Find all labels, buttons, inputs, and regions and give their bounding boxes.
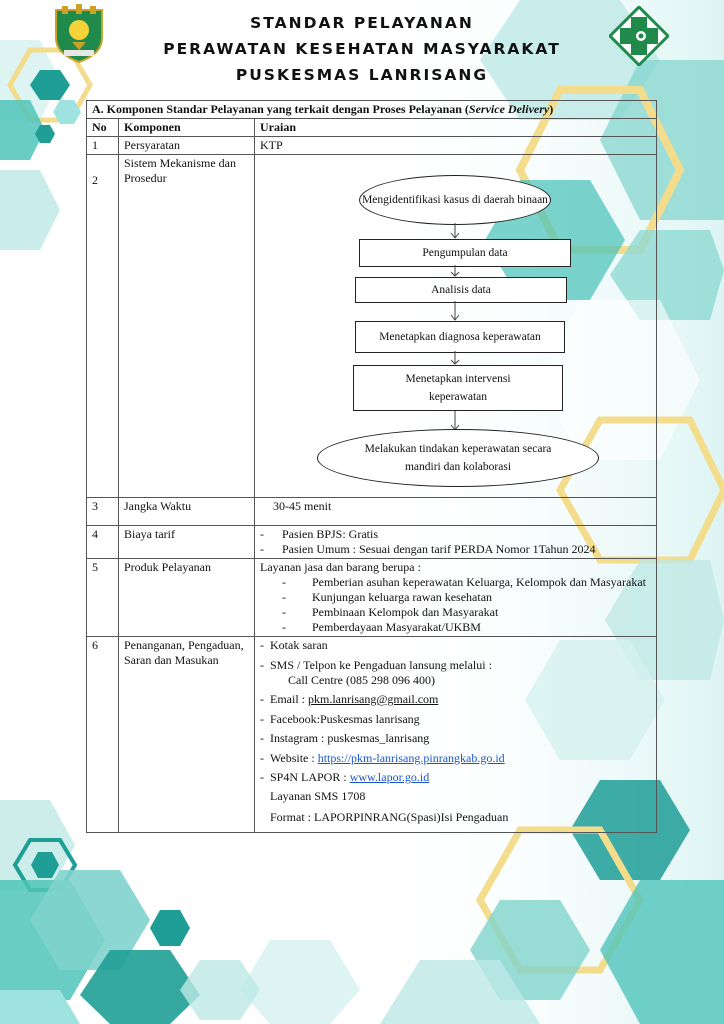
section-title-italic: Service Delivery bbox=[468, 102, 550, 116]
row-number: 5 bbox=[86, 558, 119, 637]
flow-step-action: Melakukan tindakan keperawatan secara ma… bbox=[317, 429, 599, 487]
list-item: Kunjungan keluarga rawan kesehatan bbox=[282, 590, 651, 605]
list-item: Pembinaan Kelompok dan Masyarakat bbox=[282, 605, 651, 620]
arrow-down-icon bbox=[450, 301, 460, 321]
arrow-down-icon bbox=[450, 265, 460, 277]
puskesmas-logo-icon bbox=[609, 6, 669, 66]
row-description: Layanan jasa dan barang berupa : Pemberi… bbox=[254, 558, 657, 637]
row-component: Persyaratan bbox=[118, 136, 255, 155]
format-text: Format : LAPORPINRANG(Spasi)Isi Pengadua… bbox=[270, 809, 509, 824]
row-description: Kotak saran SMS / Telpon ke Pengaduan la… bbox=[254, 636, 657, 833]
website-link[interactable]: https://pkm-lanrisang.pinrangkab.go.id bbox=[317, 750, 505, 765]
procedure-flowchart: Mengidentifikasi kasus di daerah binaan … bbox=[255, 155, 656, 497]
row-description: 30-45 menit bbox=[254, 497, 657, 526]
list-item: SP4N LAPOR : www.lapor.go.id bbox=[260, 770, 651, 785]
list-item: Facebook:Puskesmas lanrisang bbox=[260, 712, 651, 727]
instagram-text: Instagram : puskesmas_lanrisang bbox=[270, 731, 430, 745]
arrow-down-icon bbox=[450, 223, 460, 239]
table-row: 3 Jangka Waktu 30-45 menit bbox=[86, 497, 657, 526]
list-item: Pasien BPJS: Gratis bbox=[260, 527, 651, 542]
header-komponen: Komponen bbox=[118, 118, 255, 137]
list-item: Website : https://pkm-lanrisang.pinrangk… bbox=[260, 751, 651, 766]
row-number: 3 bbox=[86, 497, 119, 526]
header-title-line-1: STANDAR PELAYANAN bbox=[250, 14, 474, 32]
email-link[interactable]: pkm.lanrisang@gmail.com bbox=[308, 692, 439, 706]
row-number: 4 bbox=[86, 525, 119, 559]
row-component: Biaya tarif bbox=[118, 525, 255, 559]
arrow-down-icon bbox=[450, 351, 460, 365]
table-row: 6 Penanganan, Pengaduan, Saran dan Masuk… bbox=[86, 636, 657, 833]
row-component: Jangka Waktu bbox=[118, 497, 255, 526]
list-item: SMS / Telpon ke Pengaduan lansung melalu… bbox=[260, 658, 651, 688]
list-item: Instagram : puskesmas_lanrisang bbox=[260, 731, 651, 746]
call-centre-text: Call Centre (085 298 096 400) bbox=[288, 672, 435, 687]
table-row: 1 Persyaratan KTP bbox=[86, 136, 657, 155]
list-item: Kotak saran bbox=[260, 638, 651, 653]
section-title-main: A. Komponen Standar Pelayanan yang terka… bbox=[92, 102, 469, 116]
flowchart-cell: Mengidentifikasi kasus di daerah binaan … bbox=[254, 154, 657, 498]
sp4n-link[interactable]: www.lapor.go.id bbox=[349, 770, 430, 784]
table-row: 2 Sistem Mekanisme dan Prosedur Mengiden… bbox=[86, 154, 657, 498]
row-component: Sistem Mekanisme dan Prosedur bbox=[118, 154, 255, 498]
header-uraian: Uraian bbox=[254, 118, 657, 137]
suggestion-box-text: Kotak saran bbox=[270, 638, 328, 652]
flow-step-identify: Mengidentifikasi kasus di daerah binaan bbox=[359, 175, 551, 225]
header-no: No bbox=[86, 118, 119, 137]
table-row: 4 Biaya tarif Pasien BPJS: Gratis Pasien… bbox=[86, 525, 657, 559]
flow-step-diagnosis: Menetapkan diagnosa keperawatan bbox=[355, 321, 565, 353]
list-item: Email : pkm.lanrisang@gmail.com bbox=[260, 692, 651, 707]
facebook-text: Facebook:Puskesmas lanrisang bbox=[270, 711, 420, 726]
arrow-down-icon bbox=[450, 411, 460, 431]
row-number: 6 bbox=[86, 636, 119, 833]
table-header-row: No Komponen Uraian bbox=[86, 118, 657, 137]
row-component: Penanganan, Pengaduan, Saran dan Masukan bbox=[118, 636, 255, 833]
email-label: Email : bbox=[270, 692, 308, 706]
row-description: Pasien BPJS: Gratis Pasien Umum : Sesuai… bbox=[254, 525, 657, 559]
sms-phone-text: SMS / Telpon ke Pengaduan lansung melalu… bbox=[270, 657, 492, 672]
flow-step-intervention: Menetapkan intervensi keperawatan bbox=[353, 365, 563, 411]
row-number: 1 bbox=[86, 136, 119, 155]
header-title-line-3: PUSKESMAS LANRISANG bbox=[235, 66, 489, 84]
page-header: STANDAR PELAYANAN PERAWATAN KESEHATAN MA… bbox=[0, 10, 724, 88]
list-intro: Layanan jasa dan barang berupa : bbox=[260, 560, 421, 574]
flow-step-collect-data: Pengumpulan data bbox=[359, 239, 571, 267]
header-title-line-2: PERAWATAN KESEHATAN MASYARAKAT bbox=[163, 40, 561, 58]
list-item: Pasien Umum : Sesuai dengan tarif PERDA … bbox=[260, 542, 651, 557]
section-title: A. Komponen Standar Pelayanan yang terka… bbox=[86, 100, 657, 119]
flow-step-analyze-data: Analisis data bbox=[355, 277, 567, 303]
pinrang-regency-emblem-icon bbox=[55, 4, 103, 64]
row-component: Produk Pelayanan bbox=[118, 558, 255, 637]
list-item: Pemberdayaan Masyarakat/UKBM bbox=[282, 620, 651, 635]
sms-lapor-text: Layanan SMS 1708 bbox=[270, 788, 366, 803]
sp4n-label: SP4N LAPOR : bbox=[270, 770, 350, 784]
row-number: 2 bbox=[86, 154, 119, 498]
website-label: Website : bbox=[270, 750, 318, 765]
row-description: KTP bbox=[254, 136, 657, 155]
list-item: Pemberian asuhan keperawatan Keluarga, K… bbox=[282, 575, 651, 590]
table-row: 5 Produk Pelayanan Layanan jasa dan bara… bbox=[86, 558, 657, 637]
section-title-end: ) bbox=[549, 102, 554, 116]
service-standard-table: A. Komponen Standar Pelayanan yang terka… bbox=[86, 100, 657, 833]
